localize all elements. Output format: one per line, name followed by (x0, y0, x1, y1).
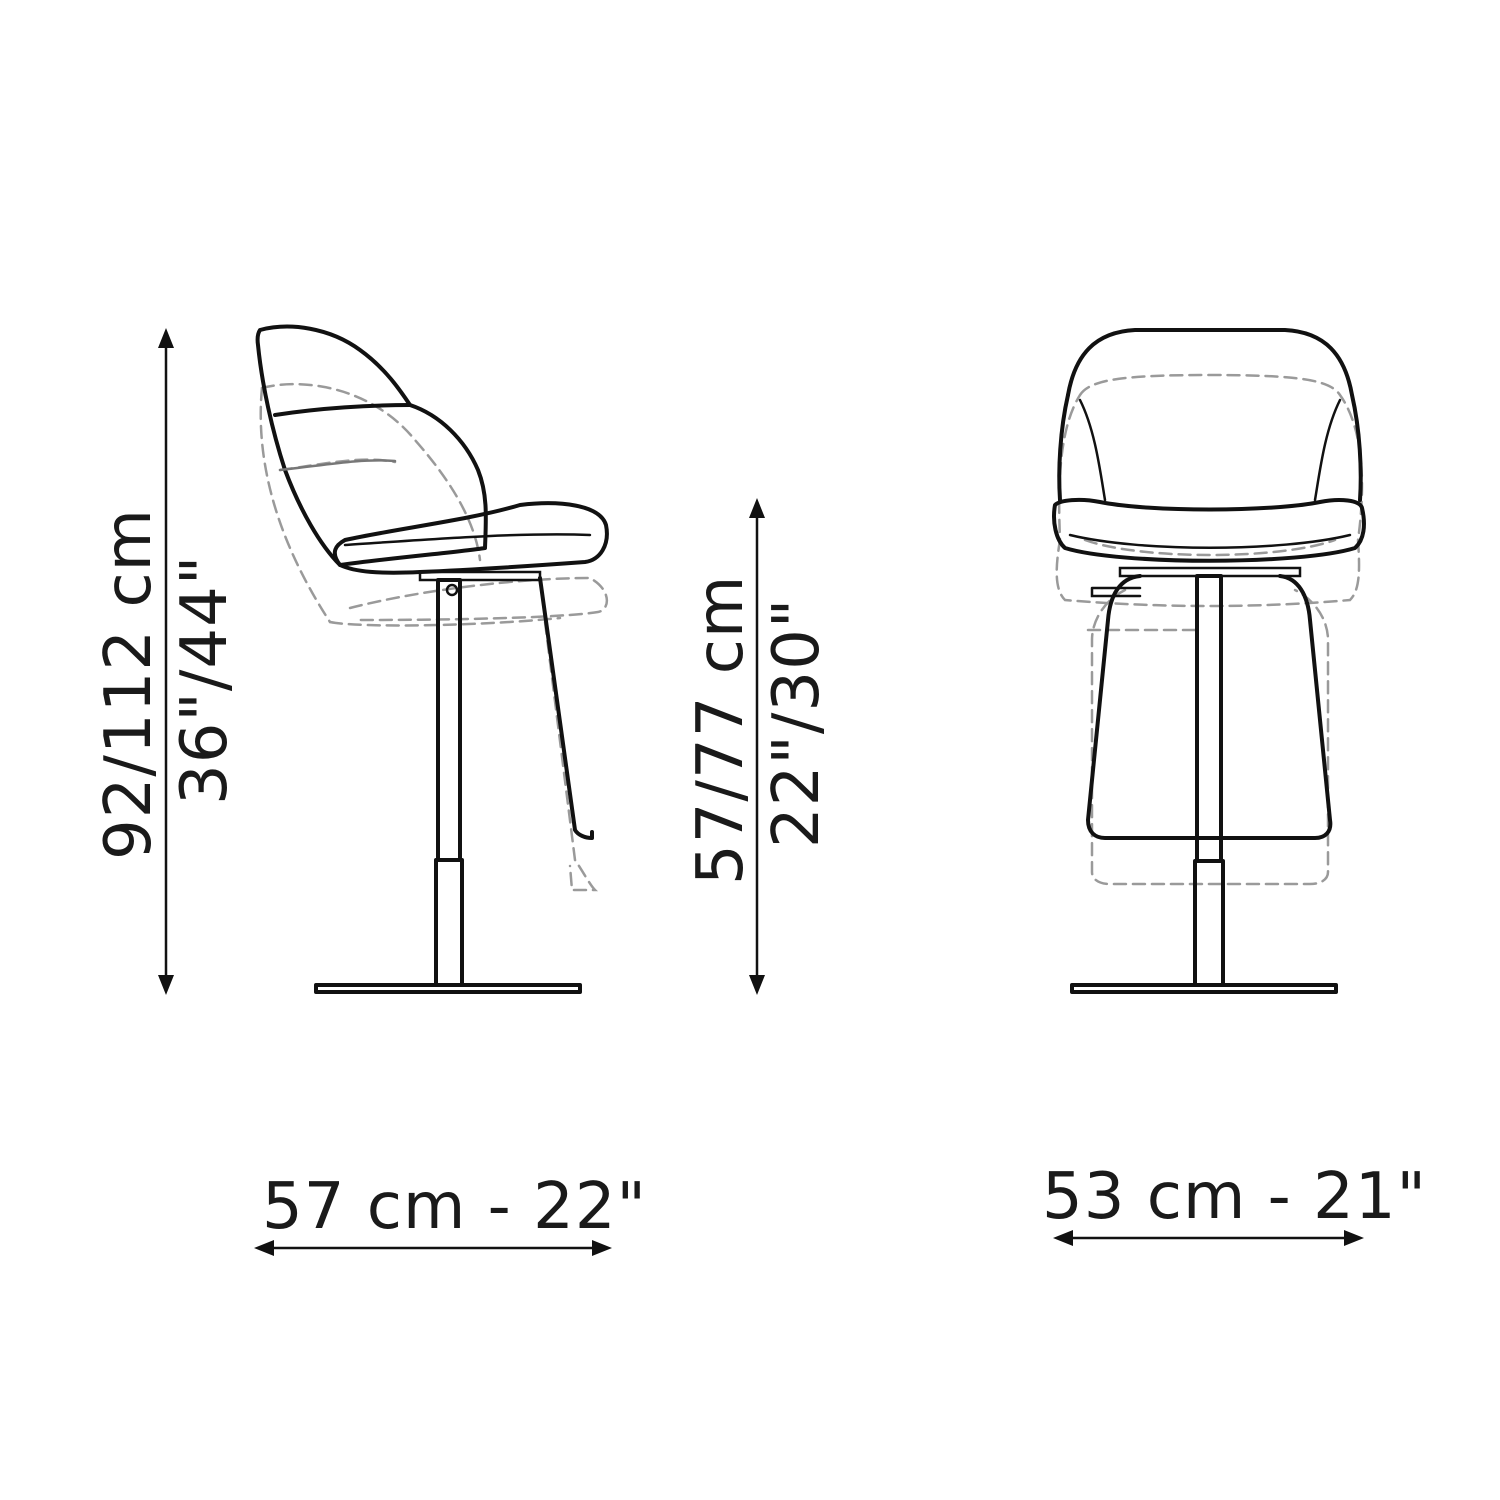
side-view-ghost-position (259, 382, 608, 892)
front-view-column-lower (1193, 859, 1225, 987)
seat-height-dimension: 57/77 cm 22"/30" (684, 498, 834, 995)
front-view-stool (1052, 328, 1366, 994)
seat-height-in-label: 22"/30" (760, 598, 834, 848)
side-depth-label: 57 cm - 22" (262, 1170, 647, 1244)
front-view-backrest (1066, 328, 1363, 502)
overall-height-cm-label: 92/112 cm (92, 508, 166, 860)
side-view-base (314, 983, 582, 994)
side-view-backrest-inner-seam (278, 459, 397, 472)
overall-height-in-label: 36"/44" (168, 555, 242, 805)
overall-height-dimension: 92/112 cm 36"/44" (92, 328, 242, 995)
front-view-seat-cushion (1052, 497, 1366, 563)
front-view-footrest (1086, 574, 1333, 840)
side-view-backrest (255, 324, 488, 567)
side-view-footrest (538, 576, 594, 840)
front-width-label: 53 cm - 21" (1042, 1160, 1427, 1234)
seat-height-cm-label: 57/77 cm (684, 575, 758, 885)
side-view-column-upper (436, 578, 462, 862)
front-view-ghost-position (1055, 373, 1364, 886)
side-depth-dimension: 57 cm - 22" (254, 1170, 647, 1256)
front-width-dimension: 53 cm - 21" (1042, 1160, 1427, 1246)
side-view-backrest-seam (273, 403, 412, 417)
side-view-column-lower (434, 858, 464, 987)
front-view-base (1070, 983, 1338, 994)
front-view-column-upper (1195, 574, 1223, 863)
side-view-stool (255, 324, 609, 994)
